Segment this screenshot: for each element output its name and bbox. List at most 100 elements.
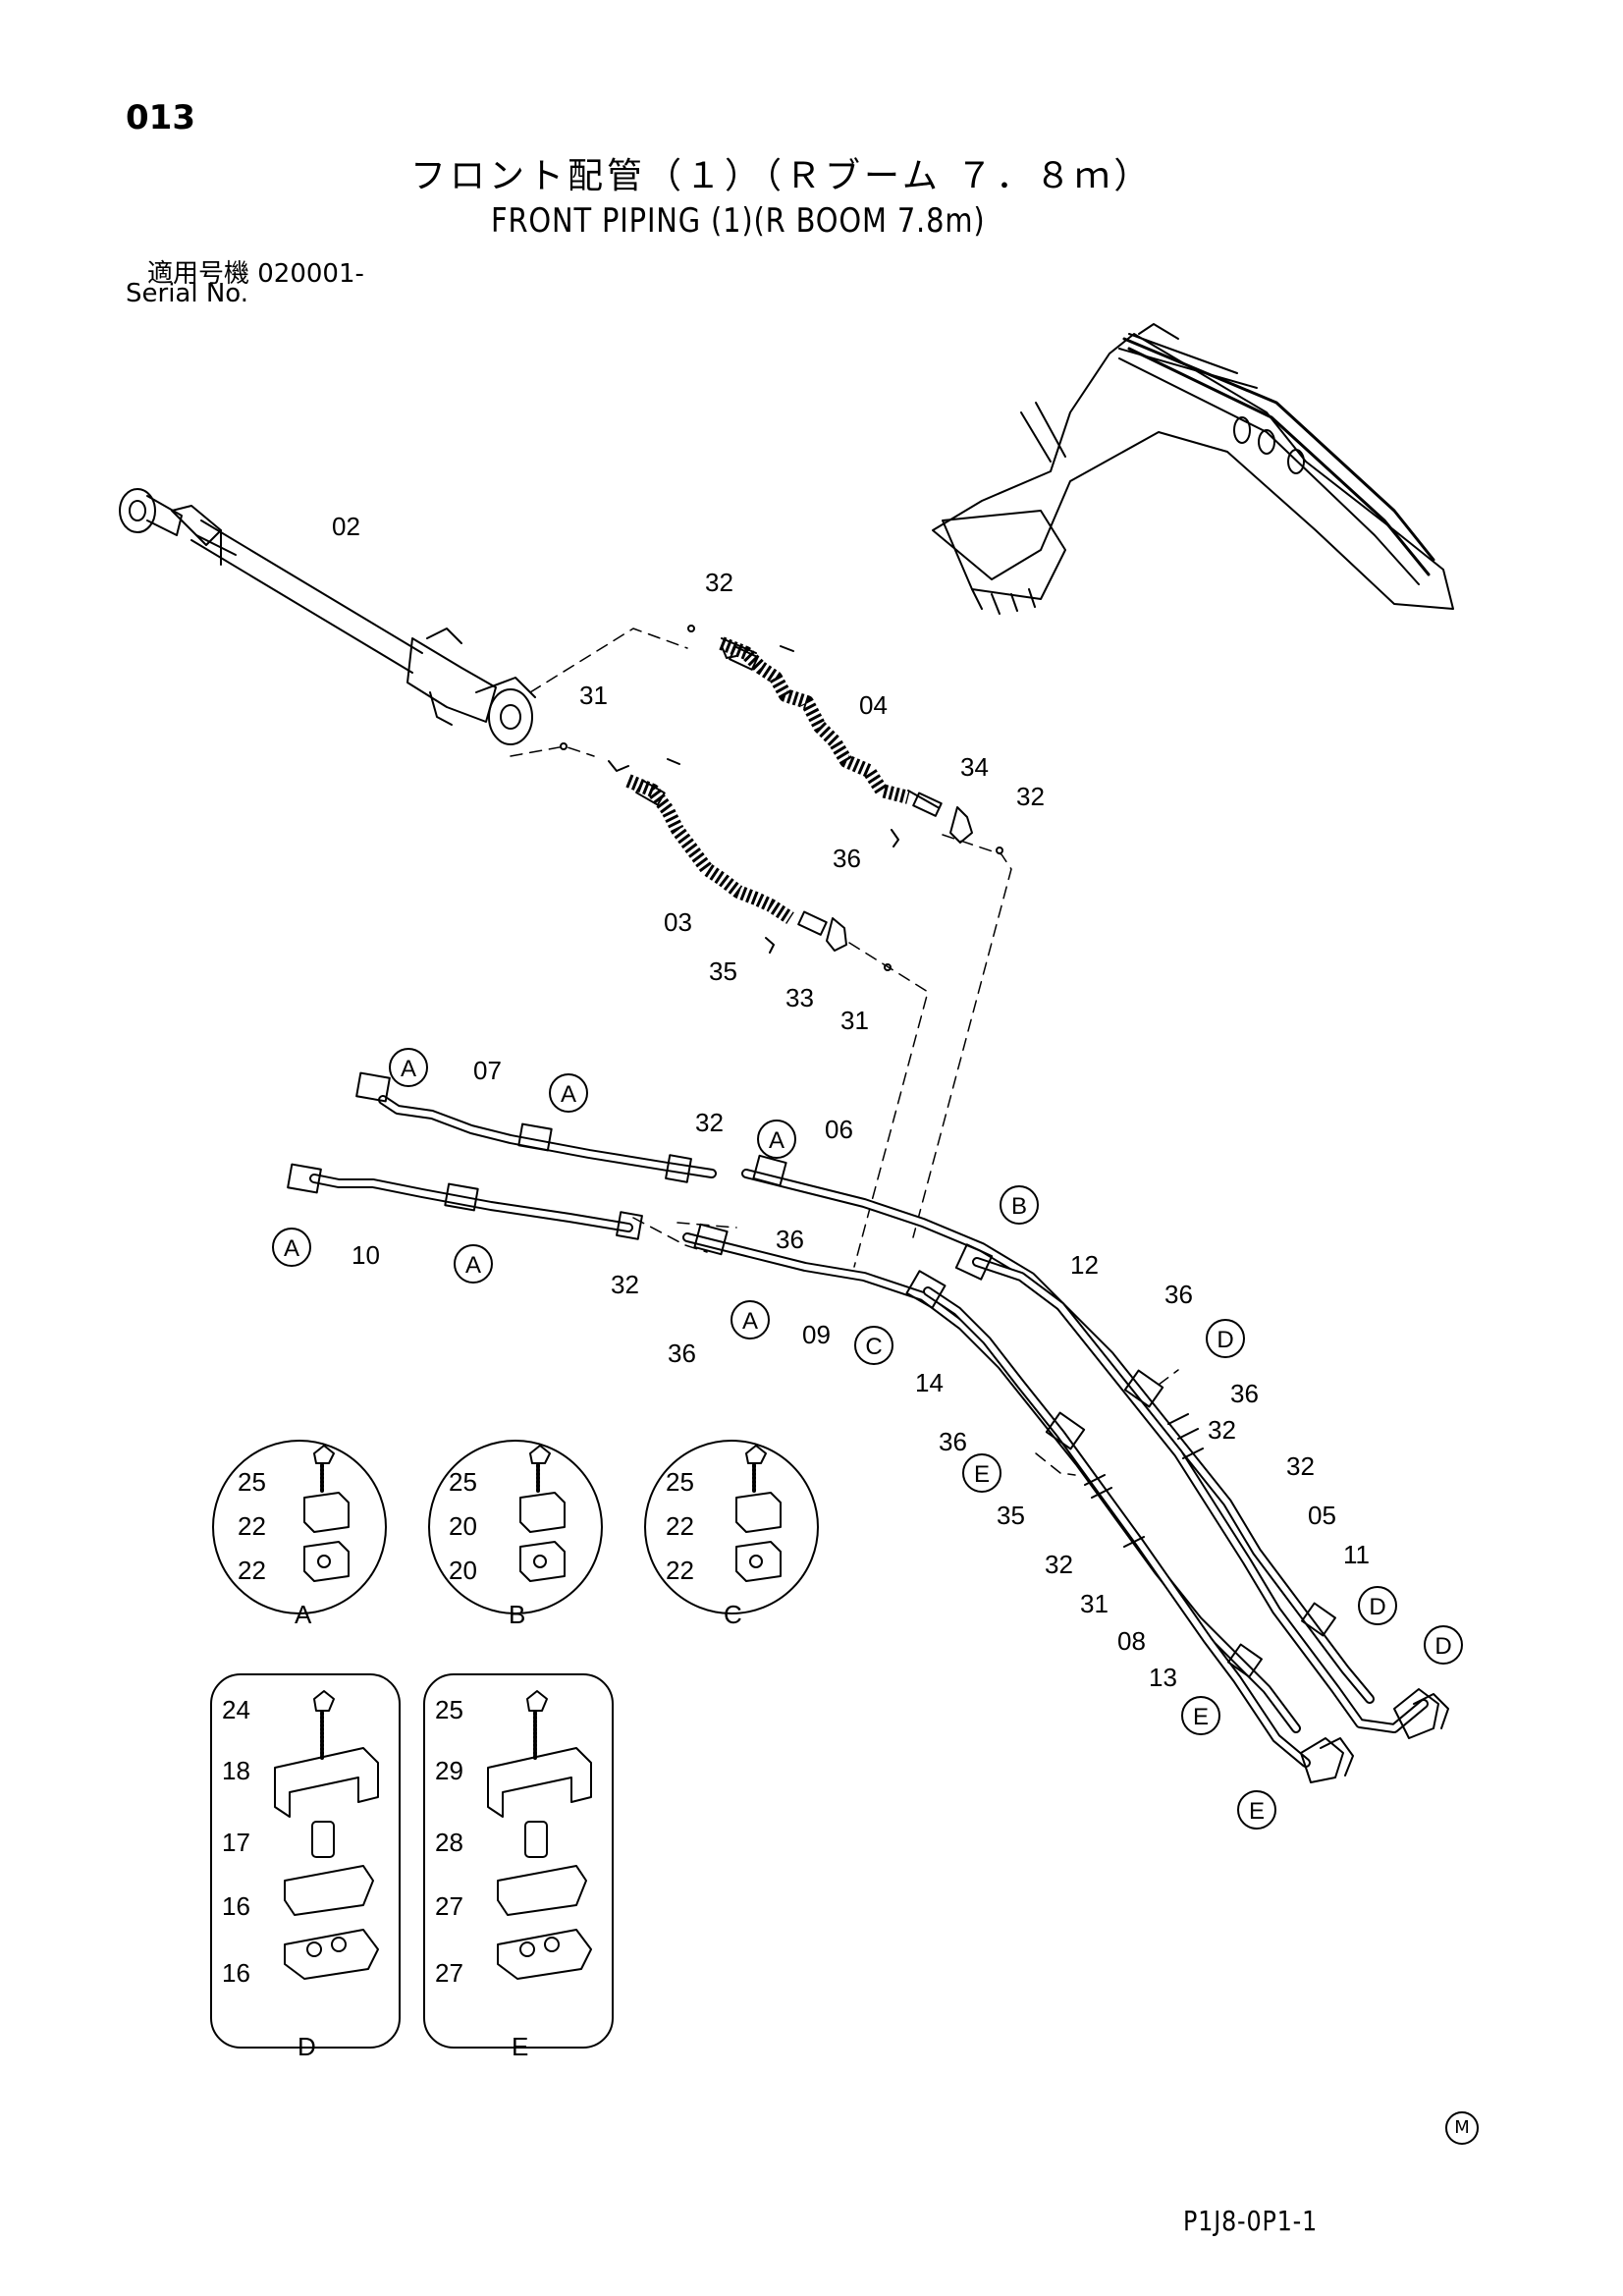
callout-D: D (1358, 1586, 1397, 1625)
detail-part-label: 25 (238, 1467, 266, 1497)
svg-text:A: A (284, 1235, 299, 1262)
svg-text:B: B (1011, 1193, 1027, 1220)
part-label: 36 (1230, 1379, 1259, 1408)
detail-part-label: 24 (222, 1695, 250, 1724)
page-number: 013 (126, 98, 195, 137)
pipe-07 (355, 1071, 717, 1183)
title-japanese: フロント配管（１）（Ｒブーム ７．８ｍ） (410, 156, 1154, 196)
detail-part-label: 22 (238, 1511, 266, 1541)
pipe-12 (954, 1243, 1429, 1733)
excavator-inset-drawing (932, 323, 1454, 615)
callout-A: A (757, 1120, 796, 1159)
svg-text:D: D (1369, 1594, 1385, 1620)
svg-text:E: E (1249, 1798, 1265, 1825)
part-label: 31 (1080, 1589, 1109, 1618)
part-label: 32 (705, 568, 733, 597)
detail-part-label: 16 (222, 1891, 250, 1921)
detail-D (210, 1673, 401, 2049)
detail-part-label: 17 (222, 1828, 250, 1857)
detail-id-label: B (509, 1600, 525, 1629)
detail-id-label: E (512, 2032, 528, 2061)
part-label: 35 (709, 957, 737, 986)
svg-text:A: A (769, 1127, 784, 1154)
serial-label-japanese: 適用号機 020001- (147, 259, 364, 289)
part-label: 04 (859, 690, 888, 720)
pipe-10 (287, 1163, 643, 1240)
callout-bubbles: A A A A A A B C D D D E E E (272, 1048, 1463, 1830)
part-label: 36 (939, 1427, 967, 1456)
part-label: 36 (668, 1339, 696, 1368)
callout-A: A (272, 1228, 311, 1267)
detail-id-label: D (298, 2032, 316, 2061)
detail-labels: 25 22 22 A 25 20 20 B 25 22 22 C 24 18 1… (222, 1467, 742, 2061)
hose-03 (625, 774, 847, 952)
detail-part-label: 28 (435, 1828, 463, 1857)
connection-leader-lines (510, 628, 1179, 1476)
callout-B: B (1000, 1185, 1039, 1225)
svg-text:A: A (401, 1056, 416, 1082)
m-mark-icon: M (1445, 2111, 1479, 2145)
detail-part-label: 25 (666, 1467, 694, 1497)
part-label: 02 (332, 512, 360, 541)
part-label: 14 (915, 1368, 944, 1397)
detail-part-label: 25 (449, 1467, 477, 1497)
pipe-14 (905, 1270, 1311, 1768)
callout-A: A (454, 1244, 493, 1284)
end-flanges (1300, 1688, 1449, 1783)
svg-text:A: A (561, 1081, 576, 1108)
part-label: 32 (1208, 1415, 1236, 1445)
part-label: 09 (802, 1320, 831, 1349)
part-label: 12 (1070, 1250, 1099, 1280)
callout-E: E (1237, 1790, 1276, 1830)
detail-part-label: 25 (435, 1695, 463, 1724)
callout-E: E (1181, 1696, 1220, 1735)
detail-id-label: A (295, 1600, 312, 1629)
part-label: 35 (997, 1501, 1025, 1530)
part-label: 06 (825, 1115, 853, 1144)
callout-A: A (389, 1048, 428, 1087)
svg-text:D: D (1434, 1633, 1451, 1660)
detail-C (644, 1440, 819, 1614)
svg-text:C: C (865, 1334, 882, 1360)
part-label: 36 (776, 1225, 804, 1254)
detail-B (428, 1440, 603, 1614)
part-label: 32 (611, 1270, 639, 1299)
part-label: 32 (1016, 782, 1045, 811)
part-label: 08 (1117, 1626, 1146, 1656)
part-label: 33 (785, 983, 814, 1012)
boom-cylinder-02 (119, 488, 536, 745)
part-labels: 02 32 31 04 34 32 36 03 35 33 31 07 32 0… (332, 512, 1370, 1692)
svg-text:D: D (1217, 1327, 1233, 1353)
hose-04 (719, 636, 973, 844)
part-label: 36 (1164, 1280, 1193, 1309)
part-label: 31 (840, 1006, 869, 1035)
detail-part-label: 29 (435, 1756, 463, 1785)
part-label: 13 (1149, 1663, 1177, 1692)
part-label: 03 (664, 907, 692, 937)
detail-part-label: 16 (222, 1958, 250, 1988)
part-label: 31 (579, 681, 608, 710)
svg-text:E: E (1193, 1704, 1209, 1730)
callout-D: D (1424, 1625, 1463, 1665)
detail-part-label: 22 (666, 1556, 694, 1585)
pipe-06 (741, 1154, 1375, 1704)
svg-text:A: A (465, 1252, 481, 1279)
detail-part-label: 22 (238, 1556, 266, 1585)
detail-id-label: C (724, 1600, 742, 1629)
callout-D: D (1206, 1319, 1245, 1358)
detail-part-label: 20 (449, 1556, 477, 1585)
svg-text:E: E (974, 1461, 990, 1488)
pipe-clamps (1045, 1369, 1336, 1678)
detail-part-label: 27 (435, 1891, 463, 1921)
callout-C: C (854, 1326, 893, 1365)
detail-part-label: 27 (435, 1958, 463, 1988)
part-label: 32 (695, 1108, 724, 1137)
svg-text:A: A (742, 1308, 758, 1335)
document-code: P1J8-0P1-1 (1183, 2205, 1319, 2237)
part-label: 05 (1308, 1501, 1336, 1530)
detail-part-label: 20 (449, 1511, 477, 1541)
callout-A: A (549, 1073, 588, 1113)
title-english: FRONT PIPING (1)(R BOOM 7.8m) (491, 201, 986, 241)
part-label: 07 (473, 1056, 502, 1085)
